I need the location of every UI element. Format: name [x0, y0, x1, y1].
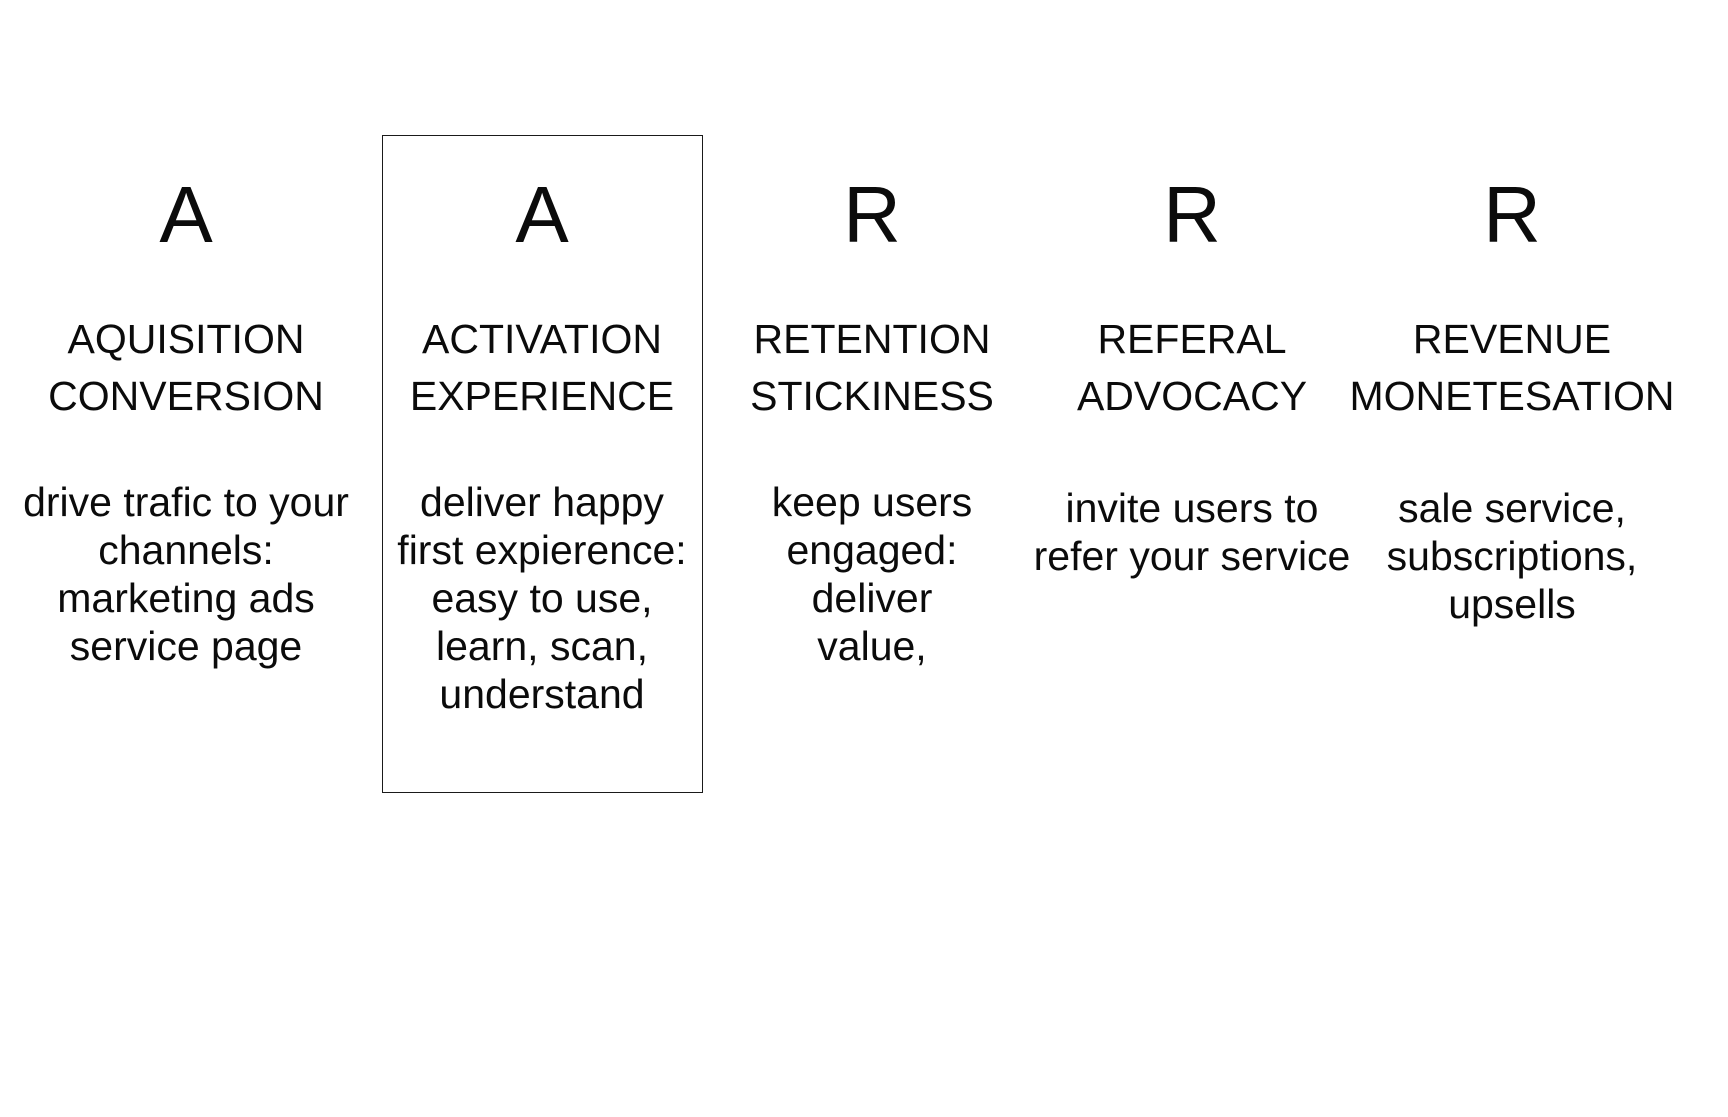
stage-title-line2: STICKINESS [750, 373, 994, 419]
stage-description: sale service, subscriptions, upsells [1386, 485, 1638, 627]
stage-letter: R [1483, 170, 1541, 259]
stage-title-line2: MONETESATION [1349, 373, 1675, 419]
stage-title: AQUISITION CONVERSION [6, 311, 366, 425]
stage-title-line1: REFERAL [1097, 316, 1287, 362]
stage-title: REVENUE MONETESATION [1312, 311, 1712, 425]
stage-letter: A [159, 170, 213, 259]
stage-description: keep users engaged: deliver value, [771, 479, 973, 669]
stage-title-line2: ADVOCACY [1076, 373, 1308, 419]
highlight-box-activation [382, 135, 703, 793]
stage-title-line1: ACTIVATION [422, 316, 662, 362]
stage-title: REFERAL ADVOCACY [1012, 311, 1372, 425]
stage-description: deliver happy first expierence: easy to … [397, 479, 687, 717]
stage-title: RETENTION STICKINESS [692, 311, 1052, 425]
stage-title: ACTIVATION EXPERIENCE [362, 311, 722, 425]
stage-title-line2: EXPERIENCE [409, 373, 675, 419]
stage-title-line1: AQUISITION [67, 316, 305, 362]
stage-title-line2: CONVERSION [48, 373, 324, 419]
stage-letter: A [515, 170, 569, 259]
stage-title-line1: REVENUE [1412, 316, 1612, 362]
stage-letter: R [843, 170, 901, 259]
stage-description: invite users to refer your service [1033, 485, 1351, 579]
stage-letter: R [1163, 170, 1221, 259]
stage-title-line1: RETENTION [753, 316, 991, 362]
stage-description: drive trafic to your channels: marketing… [23, 479, 349, 669]
